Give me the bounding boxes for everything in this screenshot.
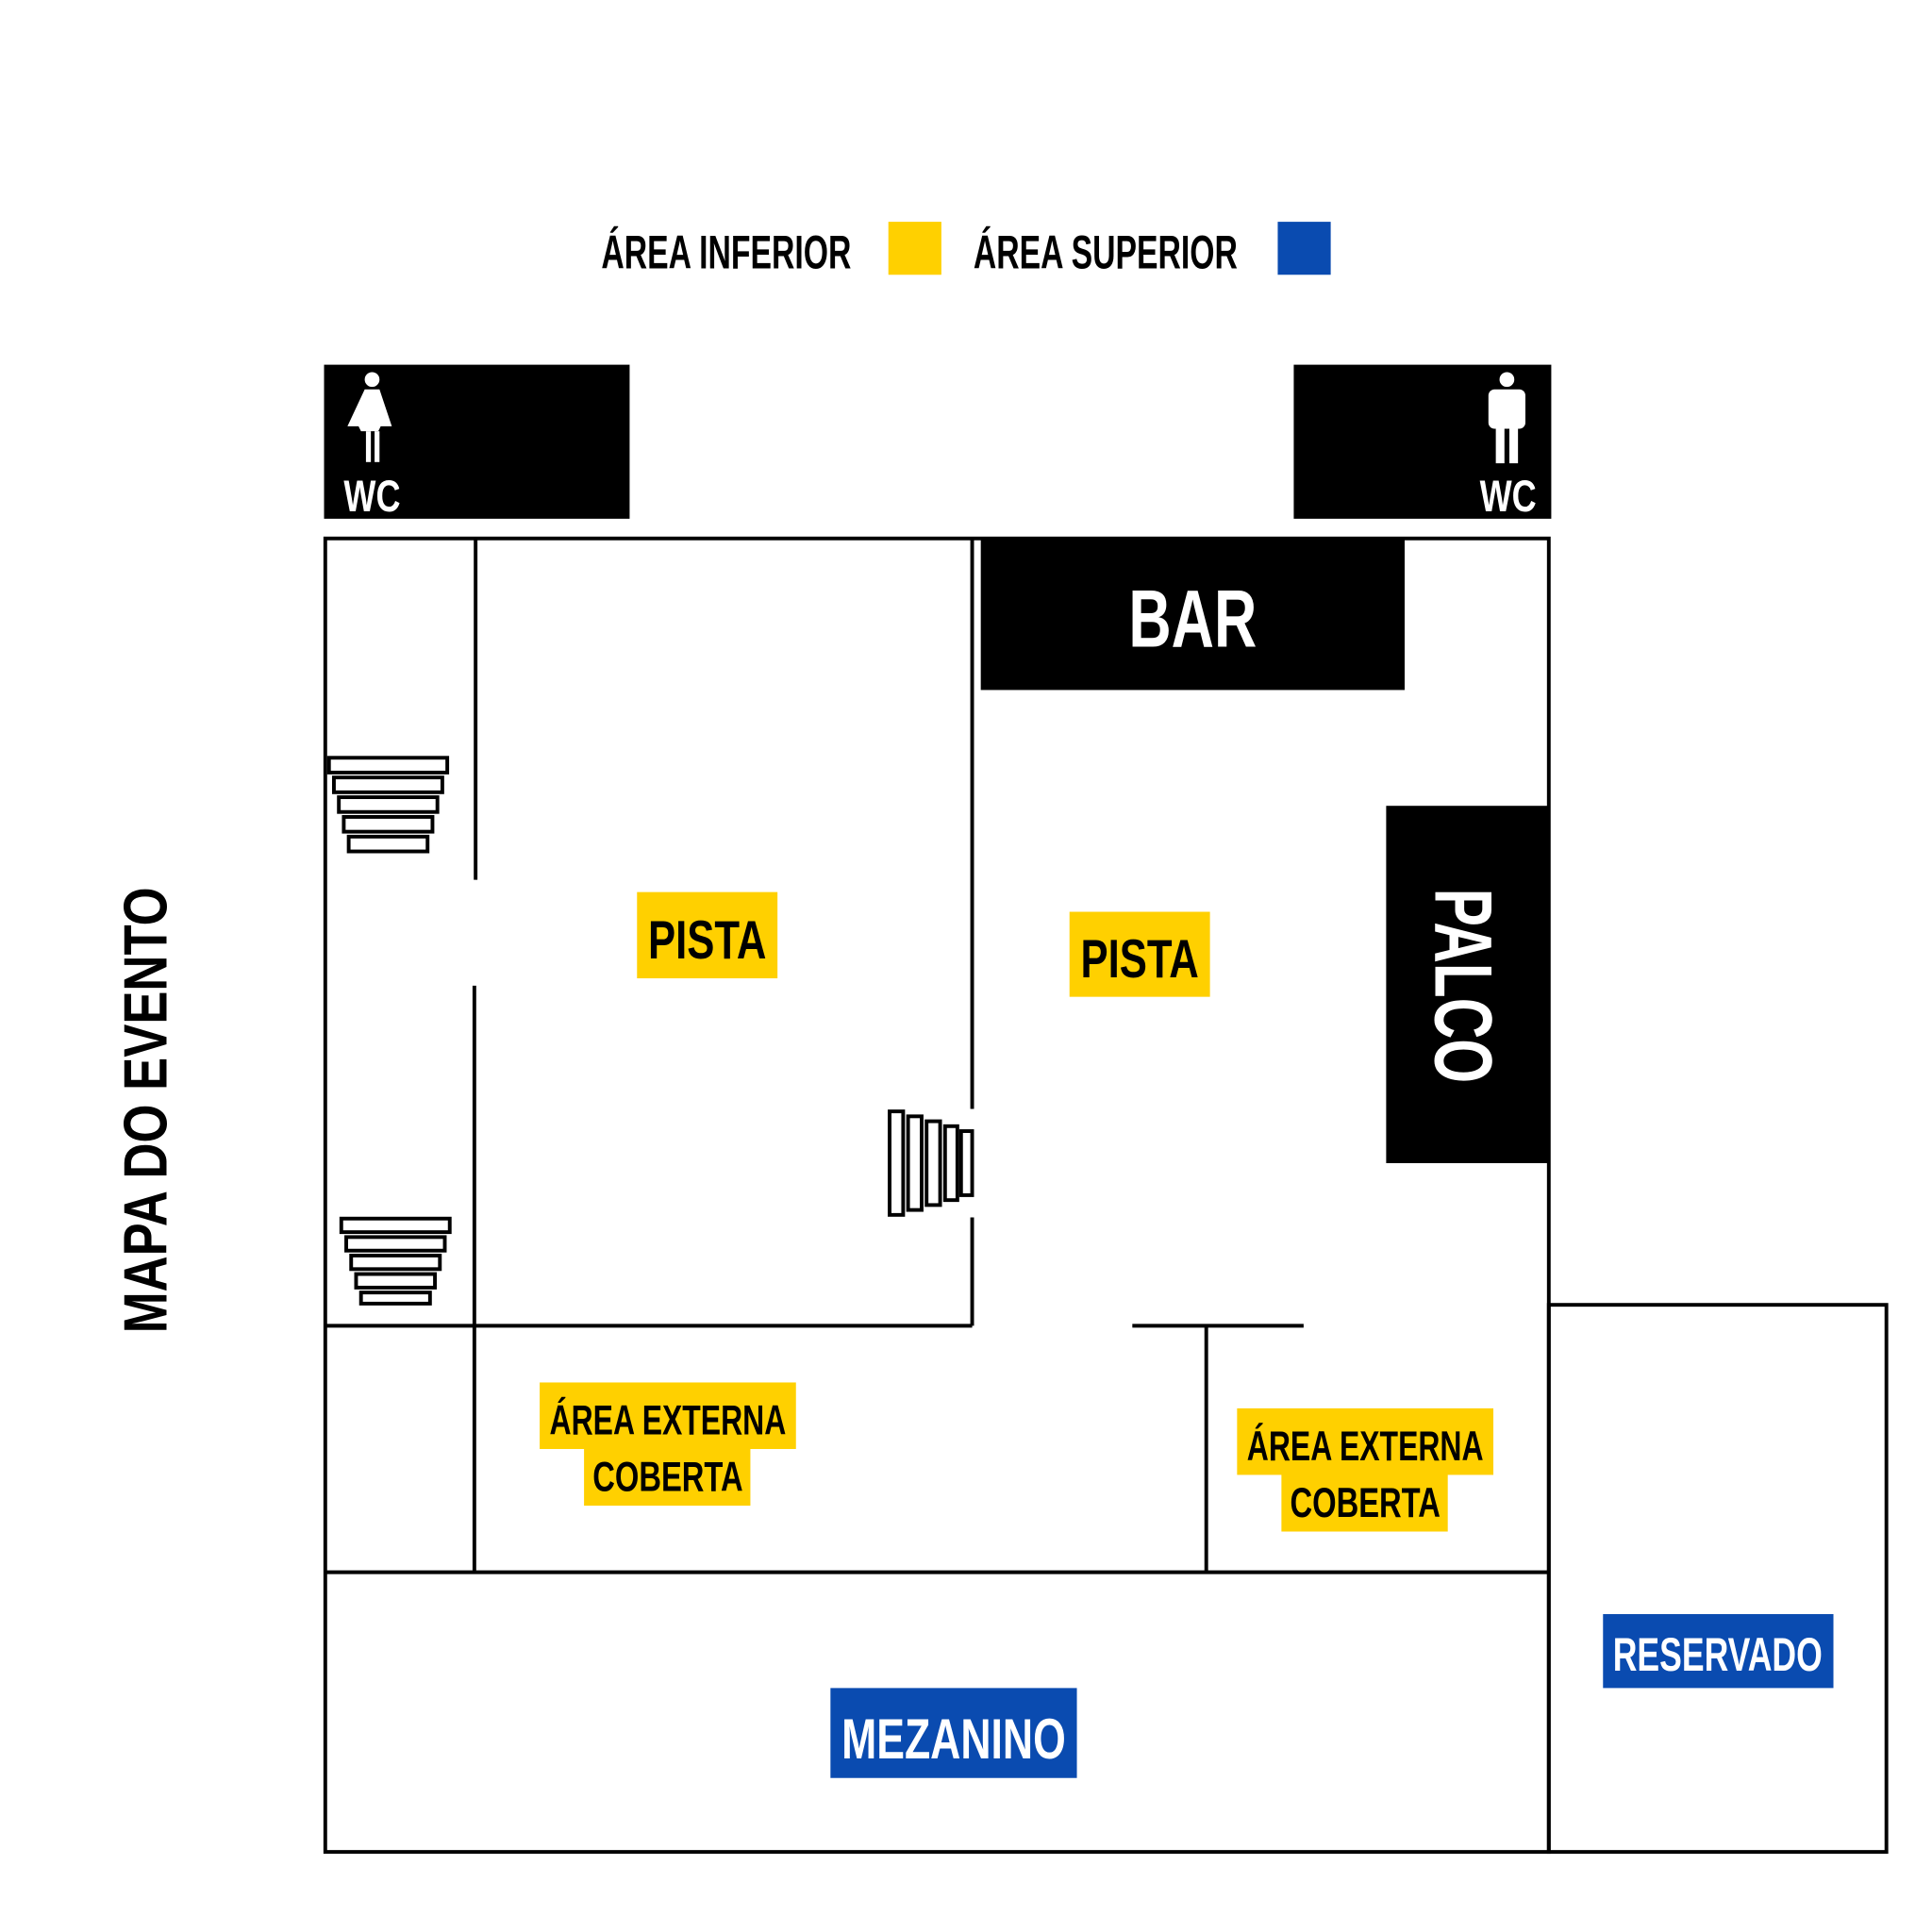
legend: ÁREA INFERIOR ÁREA SUPERIOR (601, 222, 1331, 278)
pista-right-label: PISTA (1080, 929, 1198, 990)
stairs-icon (339, 1216, 452, 1306)
externa-right-line1: ÁREA EXTERNA (1247, 1423, 1484, 1470)
externa-right-line2: COBERTA (1291, 1480, 1441, 1526)
stairs-icon (888, 1109, 974, 1217)
male-restroom-icon (1488, 372, 1525, 464)
mezanino-label: MEZANINO (841, 1707, 1066, 1771)
externa-left-line1: ÁREA EXTERNA (550, 1396, 787, 1443)
pista-left-label: PISTA (648, 910, 766, 971)
bar-block (980, 540, 1405, 691)
walls (323, 536, 1889, 1855)
legend-lower-swatch (888, 222, 941, 275)
palco-block (1386, 806, 1549, 1163)
female-restroom-icon (347, 372, 392, 462)
wc-female: WC (324, 364, 630, 521)
wc-male-label: WC (1480, 471, 1537, 521)
externa-left-line2: COBERTA (592, 1454, 742, 1500)
bar-label: BAR (1128, 575, 1257, 665)
map-title: MAPA DO EVENTO (110, 887, 179, 1333)
wc-female-label: WC (343, 471, 400, 521)
legend-upper-label: ÁREA SUPERIOR (974, 226, 1238, 278)
stairs-icon (326, 756, 450, 854)
wc-male: WC (1293, 364, 1552, 521)
legend-lower-label: ÁREA INFERIOR (601, 226, 851, 278)
legend-upper-swatch (1277, 222, 1331, 275)
palco-label: PALCO (1418, 889, 1508, 1083)
reservado-label: RESERVADO (1613, 1628, 1823, 1681)
